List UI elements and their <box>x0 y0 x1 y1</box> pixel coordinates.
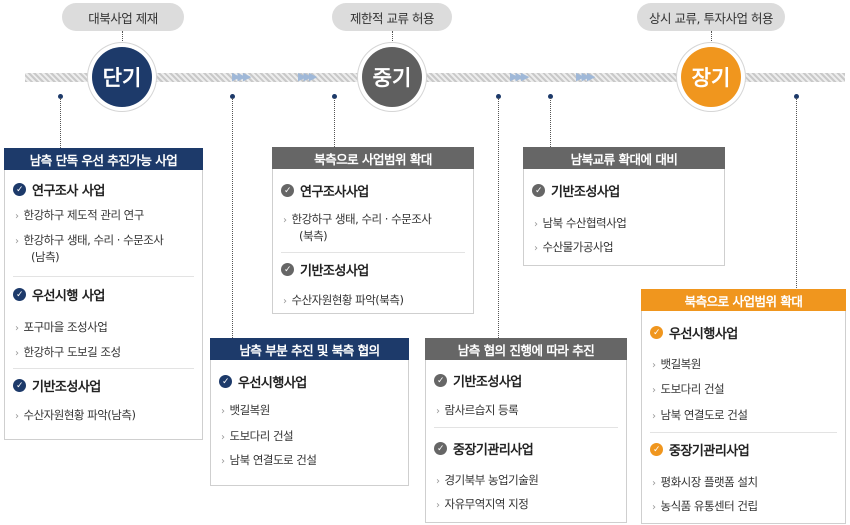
section-heading: ✓ 기반조성사업 <box>532 181 620 200</box>
check-icon: ✓ <box>13 288 26 301</box>
box-south-only: 남측 단독 우선 추진가능 사업 ✓ 연구조사 사업 ›한강하구 제도적 관리 … <box>4 148 203 440</box>
timeline-dot <box>332 94 337 99</box>
timeline-dot <box>58 94 63 99</box>
section-heading-text: 우선시행사업 <box>238 376 307 391</box>
section-heading: ✓ 기반조성사업 <box>281 260 369 279</box>
section-heading: ✓ 우선시행사업 <box>219 372 307 391</box>
section-heading: ✓ 중장기관리사업 <box>434 439 534 458</box>
section-heading-text: 기반조성사업 <box>300 264 369 279</box>
phase-tag-long: 상시 교류, 투자사업 허용 <box>637 3 785 31</box>
list-item: ›도보다리 건설 <box>221 429 294 443</box>
divider <box>434 427 618 428</box>
tag-connector-short <box>122 31 123 45</box>
box-title: 남측 협의 진행에 따라 추진 <box>425 338 627 360</box>
section-heading: ✓ 중장기관리사업 <box>650 440 750 459</box>
timeline-dot <box>496 94 501 99</box>
box-consultation: 남측 협의 진행에 따라 추진 ✓ 기반조성사업 ›람사르습지 등록 ✓ 중장기… <box>425 338 627 523</box>
box-title: 남측 부분 추진 및 북측 협의 <box>210 338 409 360</box>
check-icon: ✓ <box>434 442 447 455</box>
list-item: ›수산자원현황 파악(북측) <box>283 293 404 307</box>
chevron-arrows-icon: ▶▶▶ <box>232 70 251 83</box>
tag-connector-mid <box>392 31 393 45</box>
list-item: ›경기북부 농업기술원 <box>436 473 539 487</box>
check-icon: ✓ <box>281 184 294 197</box>
divider <box>13 368 194 369</box>
divider <box>281 252 465 253</box>
connector-b2 <box>232 98 233 338</box>
divider <box>650 432 837 433</box>
section-heading: ✓ 우선시행 사업 <box>13 285 105 304</box>
phase-tag-short: 대북사업 제재 <box>62 3 184 31</box>
check-icon: ✓ <box>532 184 545 197</box>
check-icon: ✓ <box>281 263 294 276</box>
check-icon: ✓ <box>219 375 232 388</box>
list-item: ›평화시장 플랫폼 설치 <box>652 475 758 489</box>
list-item: ›포구마을 조성사업 <box>15 320 108 334</box>
section-heading-text: 우선시행사업 <box>669 327 738 342</box>
connector-b4 <box>498 98 499 338</box>
list-item: ›농식품 유통센터 건립 <box>652 499 758 513</box>
box-expand-north-long: 북측으로 사업범위 확대 ✓ 우선시행사업 ›뱃길복원 ›도보다리 건설 ›남북… <box>641 289 846 524</box>
phase-circle-short: 단기 <box>92 47 152 107</box>
list-item: ›자유무역지역 지정 <box>436 497 529 511</box>
section-heading: ✓ 연구조사사업 <box>281 181 369 200</box>
check-icon: ✓ <box>13 183 26 196</box>
box-exchange-expansion: 남북교류 확대에 대비 ✓ 기반조성사업 ›남북 수산협력사업 ›수산물가공사업 <box>523 147 725 266</box>
connector-b1 <box>60 98 61 148</box>
section-heading-text: 기반조성사업 <box>32 380 101 395</box>
box-title: 남북교류 확대에 대비 <box>523 147 725 169</box>
list-item: ›수산자원현황 파악(남측) <box>15 408 136 422</box>
box-title: 북측으로 사업범위 확대 <box>641 289 846 311</box>
connector-b3 <box>334 98 335 147</box>
list-item: ›남북 수산협력사업 <box>534 216 627 230</box>
box-title: 남측 단독 우선 추진가능 사업 <box>4 148 203 170</box>
section-heading-text: 기반조성사업 <box>551 185 620 200</box>
list-item: ›도보다리 건설 <box>652 382 725 396</box>
section-heading-text: 중장기관리사업 <box>453 443 534 458</box>
section-heading-text: 연구조사사업 <box>300 185 369 200</box>
check-icon: ✓ <box>650 326 663 339</box>
check-icon: ✓ <box>434 374 447 387</box>
section-heading: ✓ 기반조성사업 <box>434 371 522 390</box>
list-item: ›한강하구 제도적 관리 연구 <box>15 208 144 222</box>
timeline-dot <box>548 94 553 99</box>
list-item: ›뱃길복원 <box>221 403 270 417</box>
chevron-arrows-icon: ▶▶▶ <box>576 70 595 83</box>
list-item: ›뱃길복원 <box>652 357 701 371</box>
phase-circle-long: 장기 <box>681 47 741 107</box>
section-heading-text: 중장기관리사업 <box>669 444 750 459</box>
list-item: ›남북 연결도로 건설 <box>652 408 748 422</box>
chevron-arrows-icon: ▶▶▶ <box>298 70 317 83</box>
divider <box>13 276 194 277</box>
section-heading-text: 우선시행 사업 <box>32 289 105 304</box>
list-item: (남측) <box>31 250 60 264</box>
connector-b5 <box>550 98 551 147</box>
timeline-bar <box>25 73 845 82</box>
chevron-arrows-icon: ▶▶▶ <box>510 70 529 83</box>
list-item: ›남북 연결도로 건설 <box>221 453 317 467</box>
connector-b6 <box>796 98 797 288</box>
list-item: ›람사르습지 등록 <box>436 403 519 417</box>
tag-connector-long <box>711 31 712 45</box>
section-heading-text: 기반조성사업 <box>453 375 522 390</box>
box-expand-north-mid: 북측으로 사업범위 확대 ✓ 연구조사사업 ›한강하구 생태, 수리 · 수문조… <box>272 147 474 314</box>
list-item: ›한강하구 생태, 수리 · 수문조사 <box>15 233 164 247</box>
box-title: 북측으로 사업범위 확대 <box>272 147 474 169</box>
check-icon: ✓ <box>650 443 663 456</box>
timeline-dot <box>794 94 799 99</box>
timeline-dot <box>230 94 235 99</box>
section-heading-text: 연구조사 사업 <box>32 184 105 199</box>
section-heading: ✓ 기반조성사업 <box>13 376 101 395</box>
check-icon: ✓ <box>13 379 26 392</box>
section-heading: ✓ 연구조사 사업 <box>13 180 105 199</box>
list-item: ›수산물가공사업 <box>534 240 614 254</box>
section-heading: ✓ 우선시행사업 <box>650 323 738 342</box>
list-item: (북측) <box>299 229 328 243</box>
list-item: ›한강하구 도보길 조성 <box>15 345 121 359</box>
box-partial-south: 남측 부분 추진 및 북측 협의 ✓ 우선시행사업 ›뱃길복원 ›도보다리 건설… <box>210 338 409 486</box>
list-item: ›한강하구 생태, 수리 · 수문조사 <box>283 212 432 226</box>
phase-tag-mid: 제한적 교류 허용 <box>332 3 452 31</box>
phase-circle-mid: 중기 <box>362 47 422 107</box>
